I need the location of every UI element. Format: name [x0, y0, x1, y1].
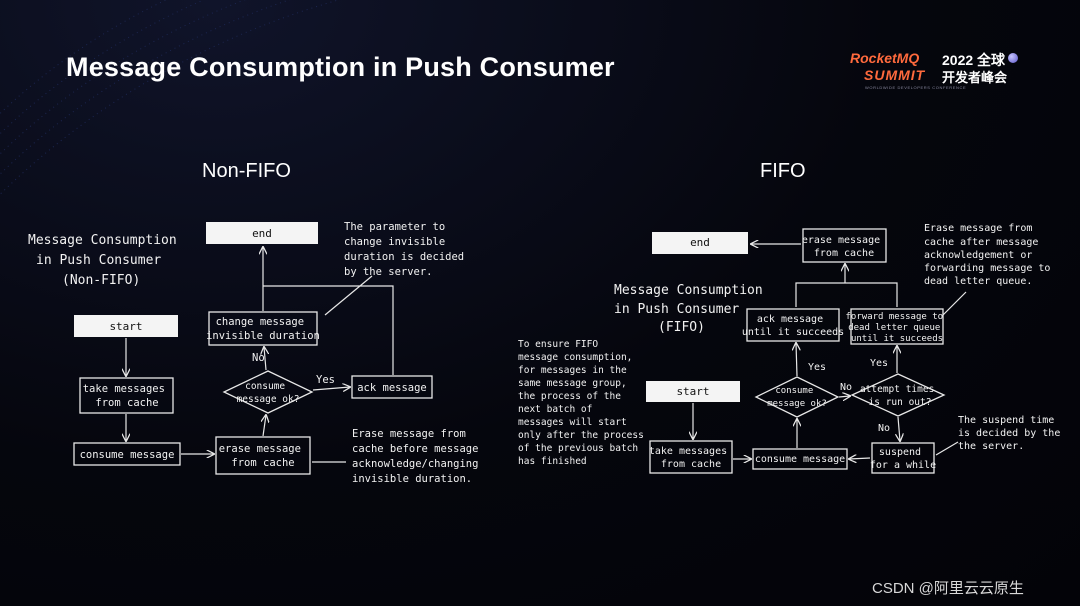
f-erase-node	[802, 228, 887, 263]
f-ensure-note: To ensure FIFO message consumption, for …	[518, 339, 650, 467]
f-suspend-note: The suspend time is decided by the the s…	[958, 415, 1066, 452]
f-consume-message-label: consume message	[755, 454, 845, 465]
nf-erase-label: erase message from cache	[219, 443, 308, 469]
nf-erase-node	[215, 436, 311, 475]
watermark: CSDN @阿里云云原生	[872, 580, 1024, 597]
nf-parameter-note: The parameter to change invisible durati…	[344, 221, 470, 278]
logo-subtitle: WORLDWIDE DEVELOPERS CONFERENCE	[865, 85, 967, 90]
f-start-label: start	[676, 385, 709, 398]
f-ack-label: ack message until it succeeds	[742, 314, 844, 338]
logo-event: SUMMIT	[864, 67, 926, 83]
f-start-node	[646, 381, 740, 402]
f-take-messages-label: take messages from cache	[649, 446, 733, 470]
f-suspend-label: suspend for a while	[870, 447, 936, 471]
f-yes-label-1: Yes	[808, 362, 826, 373]
f-erase-note: Erase message from cache after message a…	[924, 223, 1056, 287]
nf-yes-label: Yes	[316, 374, 335, 386]
nf-end-label: end	[252, 227, 272, 240]
logo-cn-name: 开发者峰会	[942, 70, 1008, 85]
logo-year: 2022 全球	[942, 52, 1006, 68]
nf-erase-note: Erase message from cache before message …	[352, 428, 485, 485]
fifo-caption: Message Consumption in Push Consumer (FI…	[614, 283, 771, 335]
f-end-label: end	[690, 236, 710, 249]
non-fifo-flowchart: Message Consumption in Push Consumer (No…	[28, 221, 485, 485]
f-decision-node	[754, 376, 840, 418]
f-consume-message-node	[752, 448, 848, 470]
non-fifo-caption: Message Consumption in Push Consumer (No…	[28, 233, 185, 288]
summit-logo: RocketMQ SUMMIT 2022 全球 开发者峰会 WORLDWIDE …	[850, 50, 1050, 96]
nf-change-label: change message invisible duration	[206, 316, 320, 342]
slide-title: Message Consumption in Push Consumer	[66, 52, 615, 82]
nf-consume-message-node	[73, 442, 181, 466]
nf-consume-message-label: consume message	[80, 449, 175, 461]
fifo-heading: FIFO	[760, 160, 806, 182]
f-decision-label: consume message ok?	[767, 386, 827, 409]
f-ack-node	[746, 308, 840, 342]
non-fifo-heading: Non-FIFO	[202, 160, 291, 182]
f-no-label-1: No	[840, 382, 852, 393]
nf-change-node	[208, 311, 318, 346]
f-forward-node	[850, 308, 944, 345]
nf-take-messages-node	[79, 377, 174, 414]
logo-orb-icon	[1008, 53, 1018, 63]
nf-start-label: start	[109, 320, 142, 333]
fifo-flowchart: Message Consumption in Push Consumer (FI…	[518, 223, 1066, 474]
f-yes-label-2: Yes	[870, 358, 888, 369]
f-end-node	[652, 232, 748, 254]
nf-connectors	[126, 247, 394, 463]
f-attempt-node	[850, 373, 946, 417]
nf-decision-node	[222, 370, 314, 414]
nf-start-node	[74, 315, 178, 337]
f-attempt-label: attempt times is run out?	[860, 384, 940, 408]
f-connectors	[693, 244, 967, 459]
nf-decision-label: consume message ok?	[237, 381, 300, 405]
nf-take-messages-label: take messages from cache	[83, 383, 172, 409]
f-erase-label: erase message from cache	[802, 235, 886, 259]
f-forward-label: forward message to dead letter queue unt…	[846, 312, 949, 344]
f-suspend-node	[871, 442, 935, 474]
f-no-label-2: No	[878, 423, 890, 434]
nf-no-label: No	[252, 352, 265, 364]
f-take-messages-node	[649, 440, 733, 474]
nf-end-node	[206, 222, 318, 244]
logo-brand: RocketMQ	[850, 50, 920, 66]
nf-ack-node	[351, 375, 433, 399]
nf-ack-label: ack message	[357, 382, 427, 394]
